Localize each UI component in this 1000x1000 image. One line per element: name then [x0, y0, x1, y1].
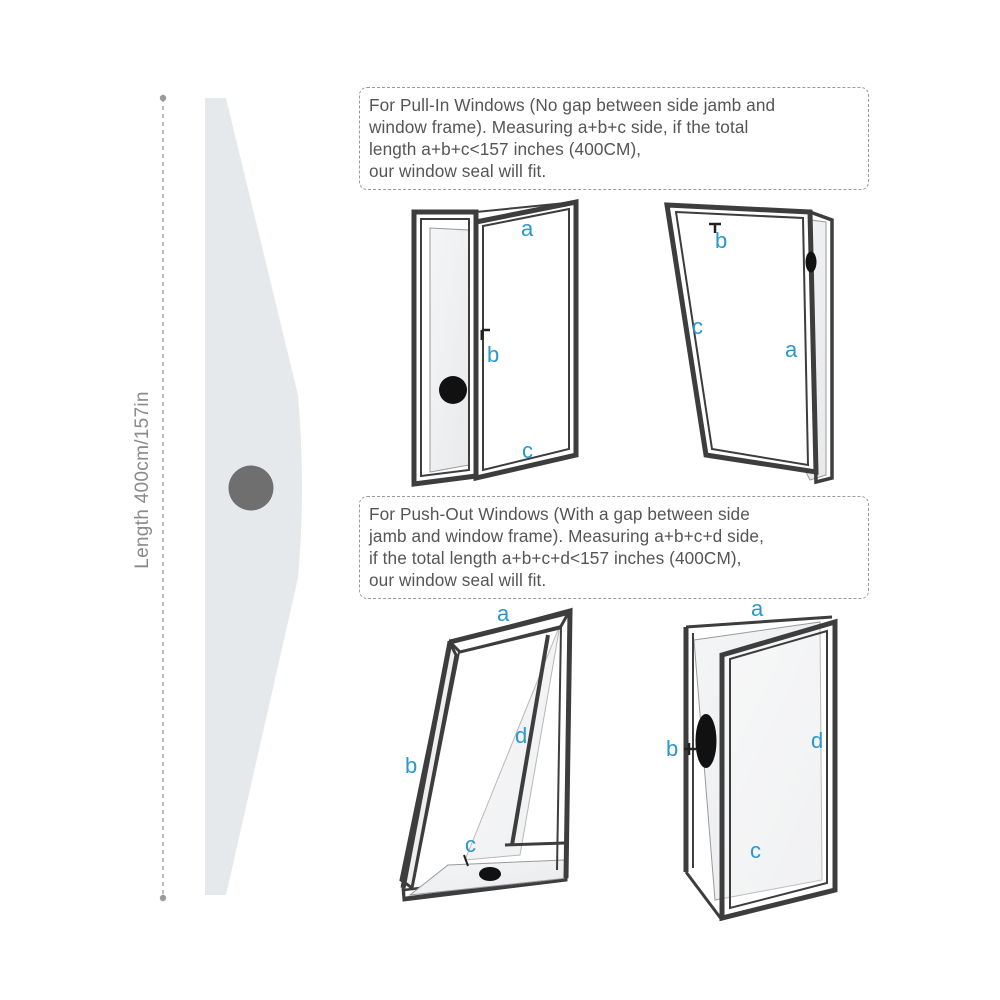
- window4-label-c: c: [750, 838, 761, 863]
- window2-label-c: c: [692, 314, 703, 339]
- push-out-caption-line: For Push-Out Windows (With a gap between…: [369, 504, 750, 524]
- push-out-awning-window: [399, 607, 574, 902]
- seal-hose-hole: [228, 465, 274, 511]
- pull-in-caption-line: length a+b+c<157 inches (400CM),: [369, 139, 642, 159]
- window4-hose-hole: [695, 714, 717, 768]
- push-out-casement-window: [683, 615, 838, 922]
- pull-in-caption-line: window frame). Measuring a+b+c side, if …: [369, 117, 749, 137]
- window3-label-a: a: [497, 601, 510, 626]
- window2-label-b: b: [715, 228, 727, 253]
- push-out-caption: For Push-Out Windows (With a gap between…: [359, 496, 869, 599]
- window3-hose-hole: [479, 867, 501, 881]
- window1-label-b: b: [487, 342, 499, 367]
- pull-in-caption: For Pull-In Windows (No gap between side…: [359, 87, 869, 190]
- window3-label-b: b: [405, 753, 417, 778]
- pull-in-casement-window: [411, 198, 579, 487]
- length-dimension-line: [159, 94, 167, 902]
- window1-label-a: a: [521, 216, 534, 241]
- window3-label-c: c: [465, 832, 476, 857]
- push-out-caption-line: if the total length a+b+c+d<157 inches (…: [369, 548, 742, 568]
- length-label-text: Length 400cm/157in: [132, 391, 153, 569]
- window4-label-b: b: [666, 736, 678, 761]
- window3-label-d: d: [515, 723, 527, 748]
- window2-label-a: a: [785, 337, 798, 362]
- push-out-caption-line: jamb and window frame). Measuring a+b+c+…: [369, 526, 764, 546]
- window2-hose-hole: [805, 251, 817, 273]
- window1-label-c: c: [522, 438, 533, 463]
- pull-in-tilt-window: [664, 202, 834, 485]
- pull-in-caption-line: our window seal will fit.: [369, 161, 547, 181]
- window4-label-a: a: [751, 596, 764, 621]
- window-seal: [205, 98, 302, 895]
- push-out-caption-line: our window seal will fit.: [369, 570, 547, 590]
- measurement-labels: a b c b c a a d b c a b d c: [405, 216, 823, 863]
- pull-in-caption-line: For Pull-In Windows (No gap between side…: [369, 95, 776, 115]
- window1-hose-hole: [439, 376, 467, 404]
- window4-label-d: d: [811, 728, 823, 753]
